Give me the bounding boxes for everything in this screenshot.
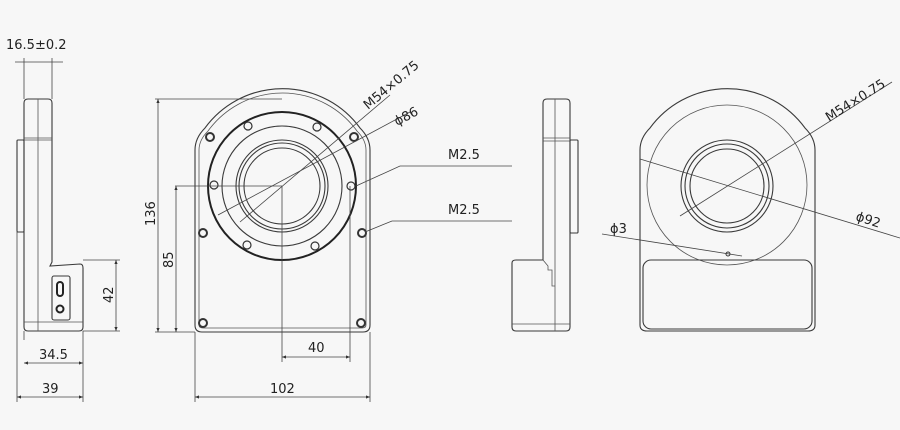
port-panel <box>51 275 71 321</box>
label-diameter: ϕ92 <box>854 210 883 232</box>
label-pin: ϕ3 <box>610 222 627 237</box>
rear-view: ϕ92 M54×0.75 ϕ3 <box>601 77 900 332</box>
side-view-left: 16.5±0.2 42 34.5 39 <box>6 38 120 402</box>
label-bolt-circle: ϕ86 <box>392 104 421 129</box>
label-screw-2: M2.5 <box>448 203 480 218</box>
dim-depth-inner: 34.5 <box>39 348 68 363</box>
dim-depth-total: 39 <box>42 382 59 397</box>
dim-thickness: 16.5±0.2 <box>6 38 67 53</box>
dim-center-offset: 40 <box>308 341 325 356</box>
label-screw-1: M2.5 <box>448 148 480 163</box>
rear-panel <box>642 259 813 330</box>
front-view: 136 85 40 102 M54×0.75 ϕ86 M2.5 M2.5 <box>144 58 512 402</box>
dim-block-height: 42 <box>102 286 117 303</box>
usb-port-icon <box>56 281 64 297</box>
label-rear-thread: M54×0.75 <box>823 77 888 126</box>
dim-height: 136 <box>144 201 159 226</box>
screws <box>198 121 367 328</box>
button-icon <box>55 304 65 314</box>
dim-center-height: 85 <box>162 251 177 268</box>
dim-width: 102 <box>270 382 295 397</box>
side-view-right <box>511 98 579 332</box>
